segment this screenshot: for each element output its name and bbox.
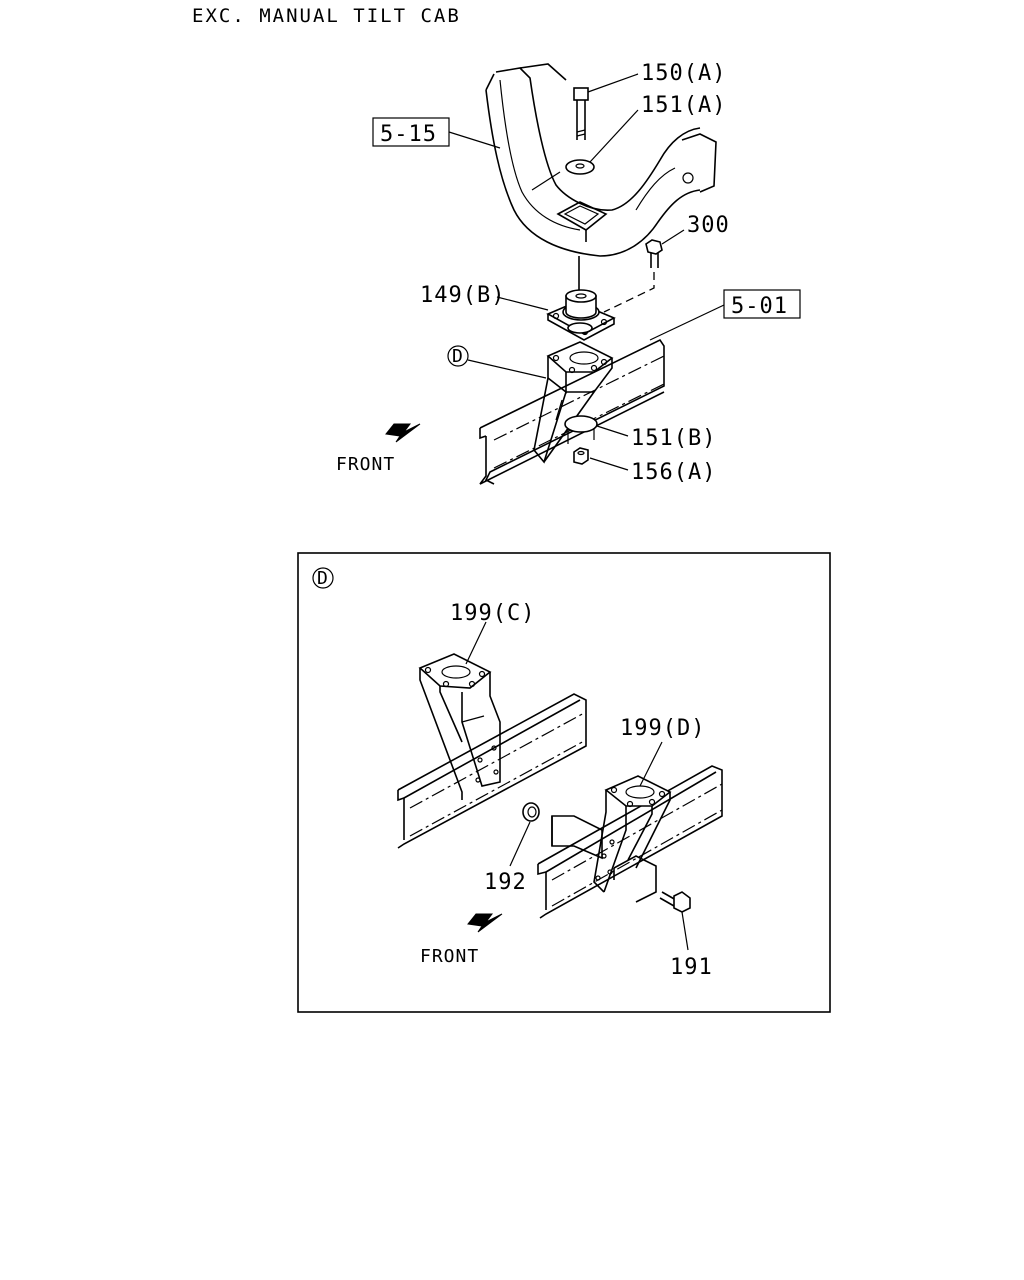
detail-marker-main <box>447 345 469 367</box>
bolt-300 <box>645 239 663 268</box>
label-front-detail: FRONT <box>420 946 479 967</box>
washer-151a <box>565 159 595 175</box>
detail-frame <box>297 552 831 1013</box>
main-view: 150(A) 151(A) 5-15 300 <box>336 61 801 485</box>
washer-151b <box>564 415 598 444</box>
front-arrow-detail-icon <box>467 913 503 933</box>
bracket-199c <box>418 653 501 800</box>
label-300: 300 <box>687 213 730 238</box>
label-156a: 156(A) <box>631 460 716 485</box>
front-arrow-icon <box>385 423 421 443</box>
nut-156a <box>573 447 589 465</box>
label-ref-5-15: 5-15 <box>380 122 437 147</box>
label-149b: 149(B) <box>420 283 505 308</box>
label-151a: 151(A) <box>641 93 726 118</box>
ref-box-5-01 <box>723 289 801 319</box>
label-150a: 150(A) <box>641 61 726 86</box>
right-frame-rail <box>537 765 723 919</box>
label-199d: 199(D) <box>620 716 705 741</box>
label-ref-5-01: 5-01 <box>731 294 788 319</box>
spacer-block <box>551 815 657 903</box>
rubber-mount-149b <box>546 289 616 341</box>
detail-marker <box>312 567 334 589</box>
label-151b: 151(B) <box>631 426 716 451</box>
label-191: 191 <box>670 955 713 980</box>
cab-mount-crossmember <box>485 63 717 257</box>
nut-192 <box>522 802 540 822</box>
bracket-199d <box>593 775 672 893</box>
detail-view: D 199(C) <box>297 552 831 1013</box>
bolt-191 <box>659 891 691 913</box>
left-frame-rail <box>397 693 587 849</box>
page-title: EXC. MANUAL TILT CAB <box>192 5 461 27</box>
label-detail-marker-main: D <box>452 346 464 367</box>
label-199c: 199(C) <box>450 601 535 626</box>
label-front-main: FRONT <box>336 454 395 475</box>
label-detail-marker: D <box>317 568 329 589</box>
cab-mount-bracket <box>533 341 614 464</box>
bolt-150a <box>573 87 589 140</box>
label-192: 192 <box>484 870 527 895</box>
